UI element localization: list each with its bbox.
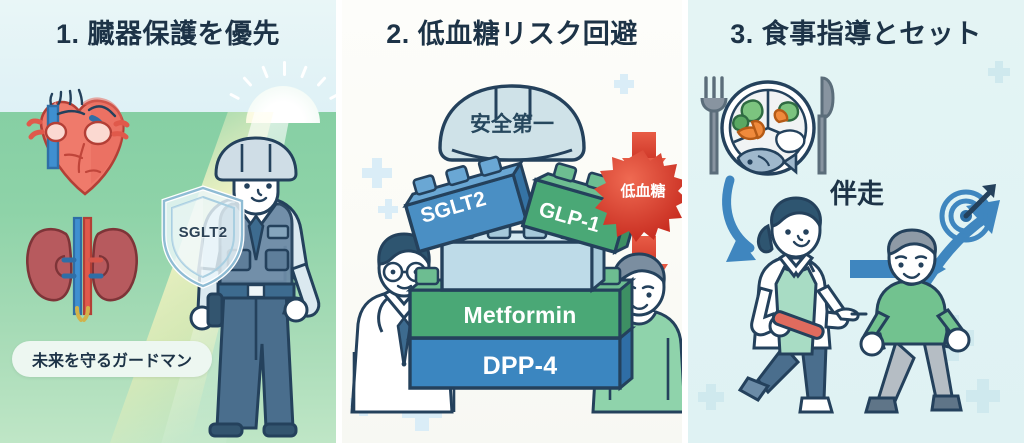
helmet-label: 安全第一	[470, 113, 554, 136]
warning-badge-label: 低血糖	[620, 183, 666, 200]
walking-patient-icon	[859, 228, 978, 428]
heart-icon	[26, 88, 132, 204]
caption-pill-panel1: 未来を守るガードマン	[12, 341, 213, 377]
knife-icon	[817, 76, 835, 175]
panel-divider-1	[336, 0, 342, 443]
caption-pill-text: 未来を守るガードマン	[32, 353, 193, 370]
panel-diet-guidance: 伴走 3. 食事指導とセット	[688, 0, 1024, 443]
panel3-title: 3. 食事指導とセット	[730, 19, 982, 49]
fork-icon	[700, 76, 728, 175]
baton-icon	[771, 310, 825, 340]
curved-arrow-icon	[716, 175, 836, 286]
helmet-icon: 安全第一	[426, 82, 598, 166]
block-tower	[402, 155, 645, 398]
center-label-bansou: 伴走	[830, 179, 884, 209]
kidneys-icon	[20, 212, 144, 322]
panel-organ-protection: SGLT2	[0, 0, 336, 443]
panel-hypoglycemia-avoidance: 安全第一	[342, 0, 682, 443]
panel-divider-2	[682, 0, 688, 443]
shield-label: SGLT2	[178, 224, 228, 241]
starburst-icon	[594, 150, 682, 242]
meal-plate-icon	[694, 70, 846, 188]
block-label-dpp4: DPP-4	[482, 352, 558, 380]
dietitian-running-icon	[737, 196, 870, 428]
panel2-title: 2. 低血糖リスク回避	[386, 19, 638, 49]
shield-icon	[158, 185, 248, 289]
block-label-metformin: Metformin	[463, 302, 577, 328]
panel1-title: 1. 臓器保護を優先	[55, 19, 281, 49]
target-icon	[938, 182, 1000, 244]
